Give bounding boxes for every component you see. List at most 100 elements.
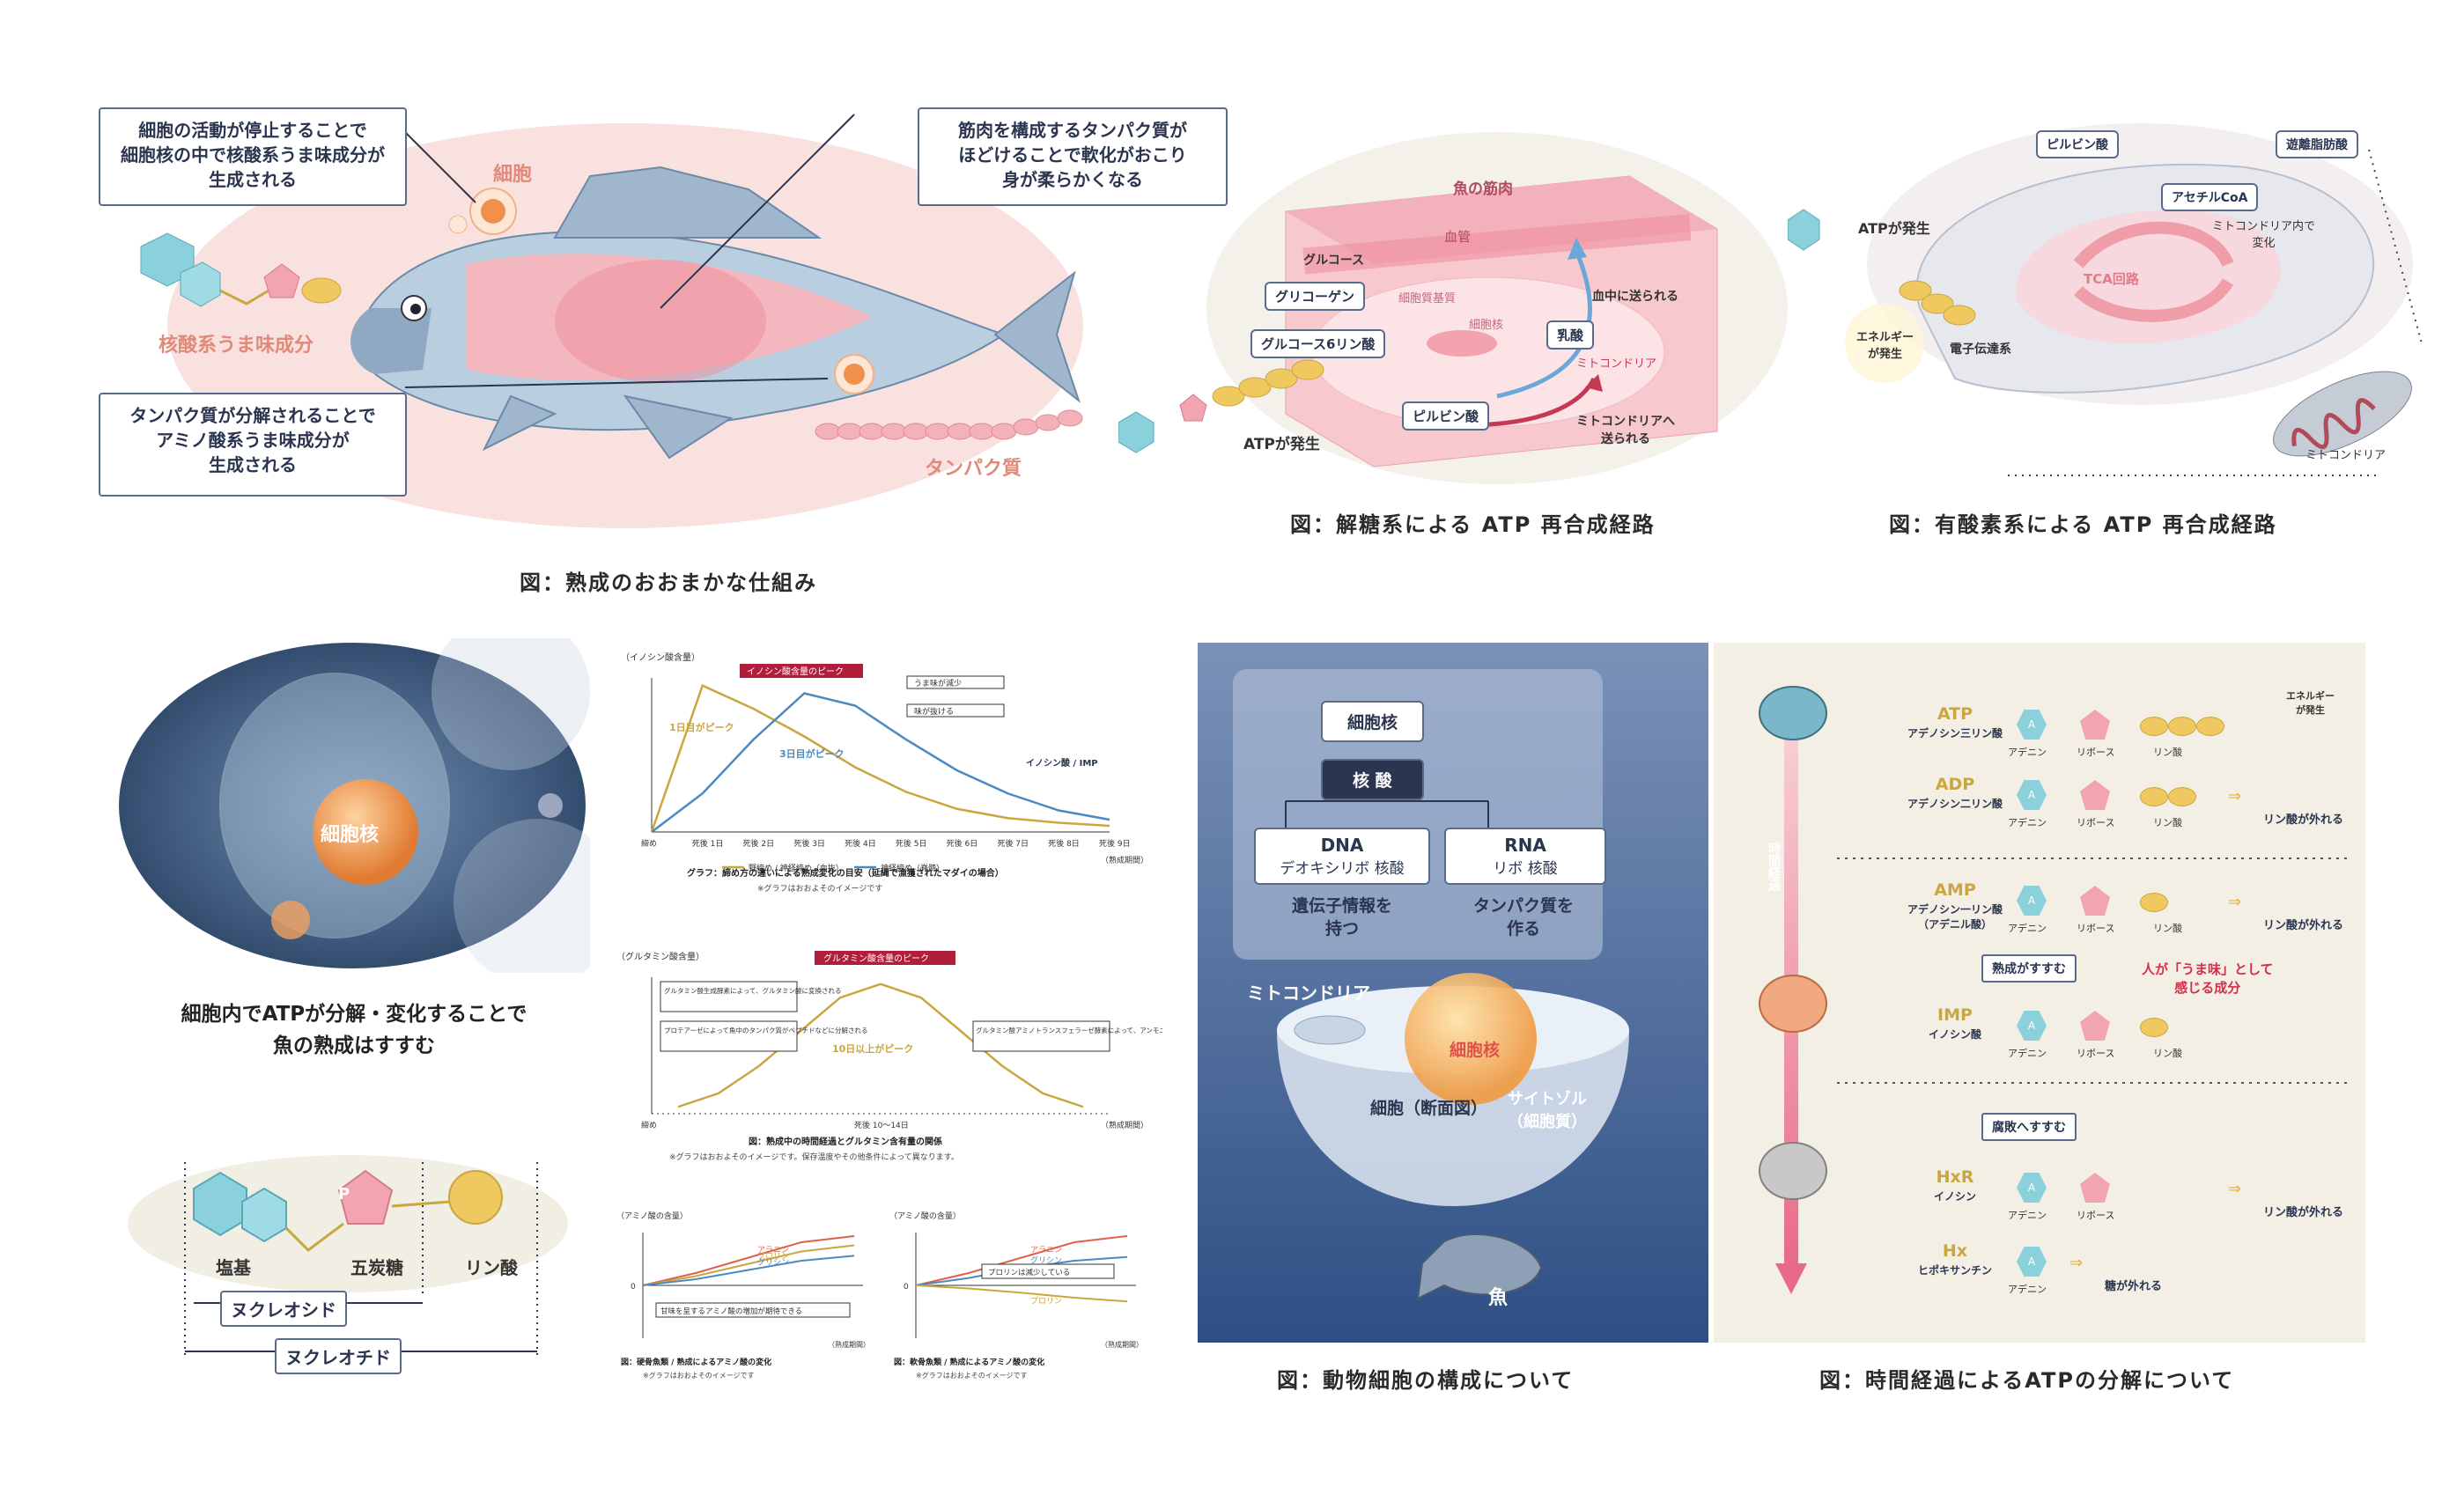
label-nucleus2: 細胞核 xyxy=(1450,1041,1501,1060)
label-etc: 電子伝達系 xyxy=(1950,342,2011,357)
arrow-icon: ⇒ xyxy=(2228,893,2242,911)
ylabel: （アミノ酸の含量） xyxy=(889,1211,961,1221)
tick-label: 死後 3日 xyxy=(793,838,825,849)
part-label: アデニン xyxy=(2008,1284,2047,1295)
label-nucleus: 細胞核 xyxy=(1469,319,1504,332)
label-mito3: ミトコンドリア xyxy=(1247,983,1370,1004)
zero-label: 0 xyxy=(631,1283,636,1292)
label-sugar: 五炭糖 xyxy=(350,1257,403,1278)
tag-g6p: グルコース6リン酸 xyxy=(1250,329,1386,358)
label-atp2: ATPが発生 xyxy=(1858,220,1930,237)
part-label: リボース xyxy=(2077,747,2115,758)
atp-row-name: IMP xyxy=(1937,1005,1973,1025)
tag-nucleic: 核 酸 xyxy=(1321,759,1424,800)
label-change: ミトコンドリア内で 変化 xyxy=(2212,220,2316,250)
series-label: アラニン xyxy=(757,1246,789,1255)
series-line xyxy=(677,983,1084,1108)
adenine-icon: A xyxy=(2017,780,2047,810)
label-p: P xyxy=(338,1185,350,1204)
annot-text: プロリンは減少している xyxy=(988,1268,1070,1277)
tag-rot: 腐敗へすすむ xyxy=(1981,1113,2077,1141)
rna-role: タンパク質を 作る xyxy=(1472,896,1574,939)
annot-box xyxy=(655,1302,851,1318)
annot-ammonia: グルタミン酸アミノトランスフェラーゼ酵素によって、アンモニアなどに分解 xyxy=(976,1026,1162,1034)
part-label: アデニン xyxy=(2008,817,2047,828)
series-label: グリシン xyxy=(1030,1255,1062,1265)
label-cytosol: サイトゾル （細胞質） xyxy=(1508,1090,1587,1131)
label-glucose: グルコース xyxy=(1303,254,1365,268)
atp-row-jp: アデノシン三リン酸 xyxy=(1907,727,2003,740)
series-label: グリシン xyxy=(757,1257,789,1268)
adenine-icon: A xyxy=(2017,1247,2047,1277)
adenine-icon: A xyxy=(2017,1011,2047,1041)
adenine-icon: A xyxy=(2017,886,2047,916)
tag-fatty: 遊離脂肪酸 xyxy=(2276,130,2358,158)
animal-cell-caption: 図：動物細胞の構成について xyxy=(1277,1368,1575,1393)
part-label: リボース xyxy=(2077,1210,2115,1221)
zero-label: 0 xyxy=(904,1283,909,1292)
phosphate-icon xyxy=(2140,893,2168,912)
annot-decrease: うま味が減少 xyxy=(914,678,962,688)
tag-pyruvate: ピルビン酸 xyxy=(1402,401,1490,431)
label-cell-section: 細胞（断面図） xyxy=(1370,1099,1488,1118)
atp-row-note: リン酸が外れる xyxy=(2263,1206,2344,1219)
atp-row-note: リン酸が外れる xyxy=(2263,813,2344,827)
xlabel: （熟成期間） xyxy=(1101,1120,1148,1130)
chart-note: ※グラフはおおよそのイメージです xyxy=(757,883,882,894)
tag-lactate: 乳酸 xyxy=(1546,320,1595,350)
atp-row-name: ATP xyxy=(1937,704,1973,724)
annot-10days: 10日以上がピーク xyxy=(832,1042,913,1055)
chart-note: ※グラフはおおよそのイメージです。保存温度やその他条件によって異なります。 xyxy=(669,1152,959,1162)
label-fish: 魚 xyxy=(1488,1287,1509,1309)
series-line xyxy=(642,1255,855,1286)
annot-flat: 味が抜ける xyxy=(914,706,954,717)
label-phosphate: リン酸 xyxy=(465,1257,518,1278)
part-label: リン酸 xyxy=(2153,1048,2182,1059)
atp-row-name: HxR xyxy=(1936,1167,1974,1187)
aerobic-caption: 図：有酸素系による ATP 再合成経路 xyxy=(1889,512,2277,537)
series-line xyxy=(642,1235,855,1286)
box-rna: RNA リボ 核酸 xyxy=(1444,828,1606,885)
dna-role: 遺伝子情報を 持つ xyxy=(1291,896,1392,939)
rna-sub: リボ 核酸 xyxy=(1493,860,1558,878)
part-label: リボース xyxy=(2077,1048,2115,1059)
cell-illustration xyxy=(119,638,590,973)
glycolysis-caption: 図：解糖系による ATP 再合成経路 xyxy=(1290,512,1656,537)
label-energy2: エネルギー が発生 xyxy=(2286,690,2335,716)
xlabel: （熟成期間） xyxy=(1101,1340,1143,1349)
atp-row-name: ADP xyxy=(1935,775,1975,794)
tag-pyruvate2: ピルビン酸 xyxy=(2036,130,2119,158)
annot-imp: イノシン酸 / IMP xyxy=(1026,757,1098,769)
arrow-icon: ⇒ xyxy=(2228,787,2242,806)
annot-box xyxy=(981,1263,1115,1279)
label-nucleus-cell: 細胞核 xyxy=(321,824,380,846)
series-line xyxy=(915,1284,1128,1303)
tag-acetyl: アセチルCoA xyxy=(2161,183,2259,211)
ribose-icon xyxy=(2080,886,2110,916)
tick-label: 死後 8日 xyxy=(1048,838,1080,849)
atp-caption: 図：時間経過によるATPの分解について xyxy=(1819,1368,2235,1393)
tick-label: 死後 10〜14日 xyxy=(854,1120,909,1130)
annot-box xyxy=(660,1020,798,1052)
box-dna: DNA デオキシリボ 核酸 xyxy=(1254,828,1430,885)
annot-box xyxy=(906,703,1005,718)
ribose-icon xyxy=(2080,780,2110,810)
atp-row-jp: ヒポキサンチン xyxy=(1917,1264,1992,1277)
xlabel: （熟成期間） xyxy=(828,1340,870,1349)
note-cell: 細胞の活動が停止することで 細胞核の中で核酸系うま味成分が 生成される xyxy=(99,107,407,206)
tick-label: 締め xyxy=(641,1120,657,1130)
phosphate-icon xyxy=(2196,717,2224,736)
series-line xyxy=(650,684,1110,833)
annot-text: 甘味を呈するアミノ酸の増加が期待できる xyxy=(660,1307,802,1316)
tick-label: 死後 7日 xyxy=(997,838,1029,849)
label-protein: タンパク質 xyxy=(925,458,1022,480)
label-atp: ATPが発生 xyxy=(1243,436,1320,453)
atp-row-jp: アデノシン一リン酸 （アデニル酸） xyxy=(1907,903,2003,931)
label-matrix: 細胞質基質 xyxy=(1398,292,1457,305)
series-line xyxy=(642,1244,855,1286)
part-label: アデニン xyxy=(2008,747,2047,758)
phosphate-icon xyxy=(2168,717,2196,736)
